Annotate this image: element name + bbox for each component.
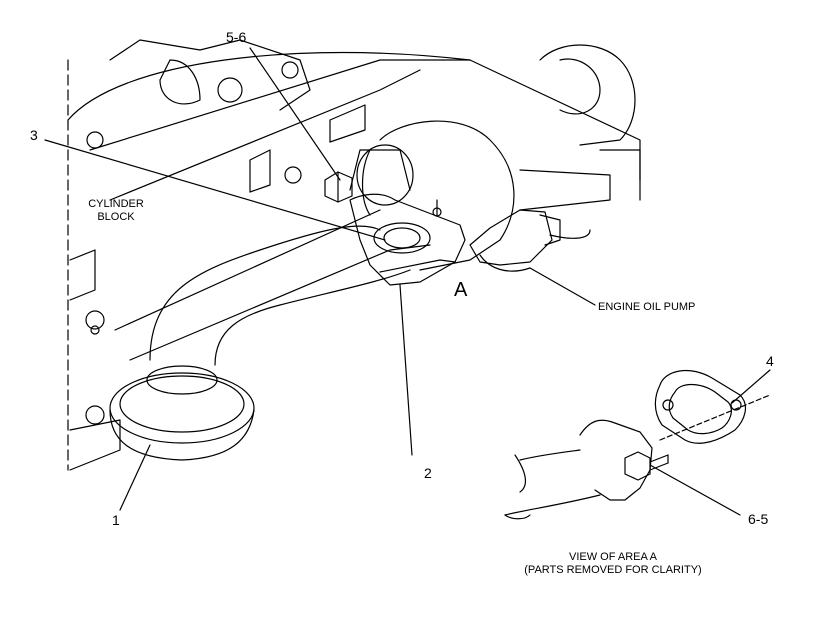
view-of-area-a-caption: VIEW OF AREA A (PARTS REMOVED FOR CLARIT…	[498, 551, 728, 577]
view-caption-line1: VIEW OF AREA A	[568, 551, 658, 563]
callout-3: 3	[30, 127, 38, 143]
cylinder-block-label-line1: CYLINDER	[88, 198, 144, 210]
cylinder-block-label: CYLINDER BLOCK	[80, 198, 152, 224]
view-caption-line2: (PARTS REMOVED FOR CLARITY)	[524, 564, 702, 576]
pipe-flange	[349, 193, 466, 286]
callout-1: 1	[112, 512, 120, 528]
gasket-detail	[654, 370, 747, 444]
cylinder-block-drawing	[67, 39, 641, 471]
callout-5-6: 5-6	[226, 29, 247, 45]
cylinder-block-label-line2: BLOCK	[97, 211, 135, 223]
oil-pump-body	[349, 120, 561, 272]
area-a-marker: A	[454, 279, 468, 301]
callout-4: 4	[766, 353, 774, 369]
flange-detail	[504, 394, 771, 520]
oil-suction-tube	[109, 225, 411, 461]
callout-6-5: 6-5	[748, 511, 769, 527]
callout-2: 2	[424, 465, 432, 481]
flange-bolt	[324, 171, 353, 203]
engine-oil-pump-label: ENGINE OIL PUMP	[598, 301, 696, 313]
leader-lines	[44, 47, 771, 516]
